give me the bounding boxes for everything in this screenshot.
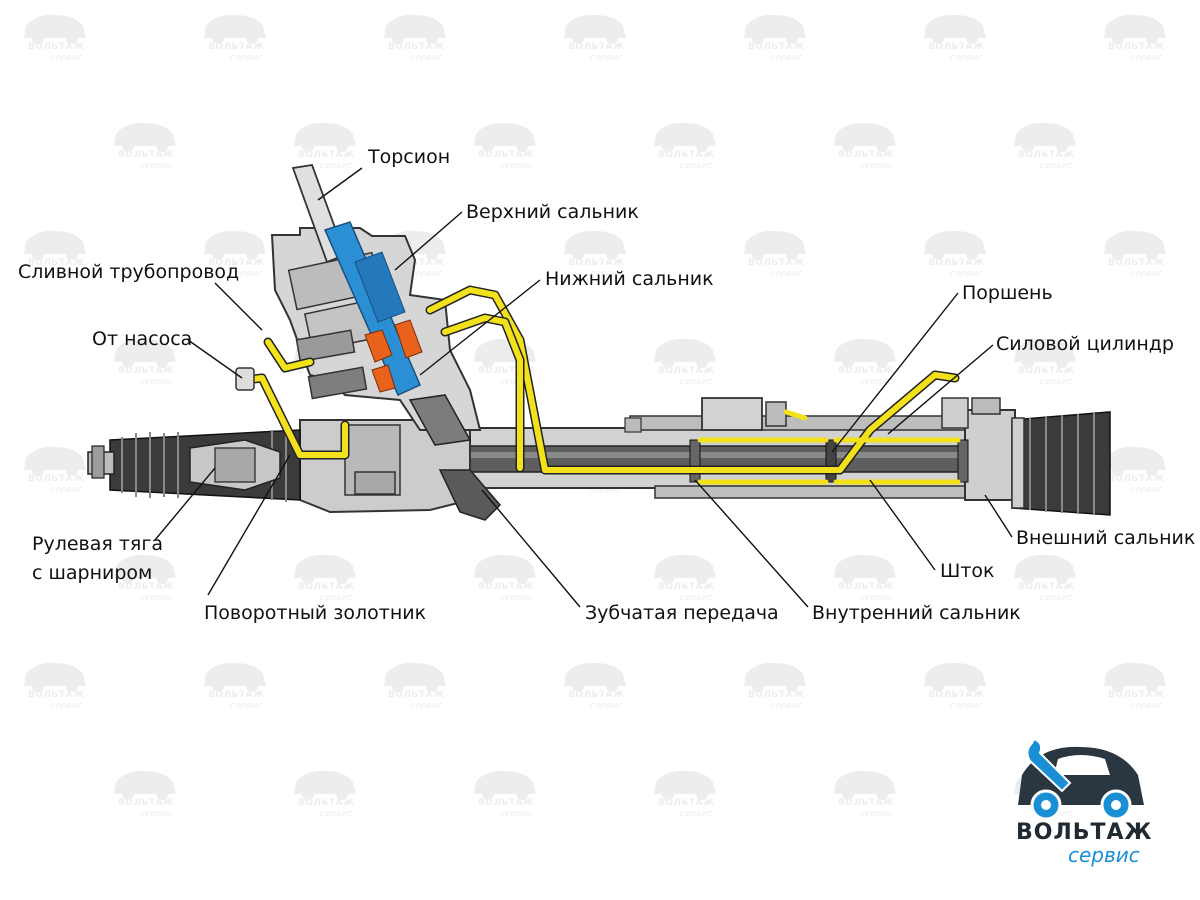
cylinder-fitting	[941, 397, 969, 429]
label-lower-seal: Нижний сальник	[545, 268, 714, 290]
logo-title: ВОЛЬТАЖ	[1016, 820, 1153, 845]
label-upper-seal: Верхний сальник	[466, 201, 639, 223]
label-gear: Зубчатая передача	[585, 602, 779, 624]
leader-lines	[154, 167, 1013, 608]
pump-fitting	[235, 367, 255, 391]
fluid-lines	[240, 285, 961, 485]
label-power-cylinder: Силовой цилиндр	[996, 333, 1174, 355]
label-tie-rod-line2: с шарниром	[32, 562, 153, 584]
car-wrench-icon	[1018, 737, 1144, 821]
label-outer-seal: Внешний сальник	[1016, 527, 1196, 549]
label-rotary-valve: Поворотный золотник	[204, 602, 427, 624]
brand-logo: ВОЛЬТАЖ сервис	[1010, 725, 1160, 867]
label-tie-rod-line1: Рулевая тяга	[32, 533, 163, 555]
right-boot	[1011, 411, 1111, 516]
label-rod: Шток	[940, 560, 995, 582]
label-from-pump: От насоса	[92, 328, 193, 350]
label-drain-pipe: Сливной трубопровод	[18, 261, 240, 283]
label-piston: Поршень	[962, 282, 1053, 304]
left-boot	[87, 428, 301, 502]
label-torsion: Торсион	[368, 146, 451, 168]
logo-subtitle: сервис	[1068, 843, 1140, 867]
label-inner-seal: Внутренний сальник	[812, 602, 1021, 624]
